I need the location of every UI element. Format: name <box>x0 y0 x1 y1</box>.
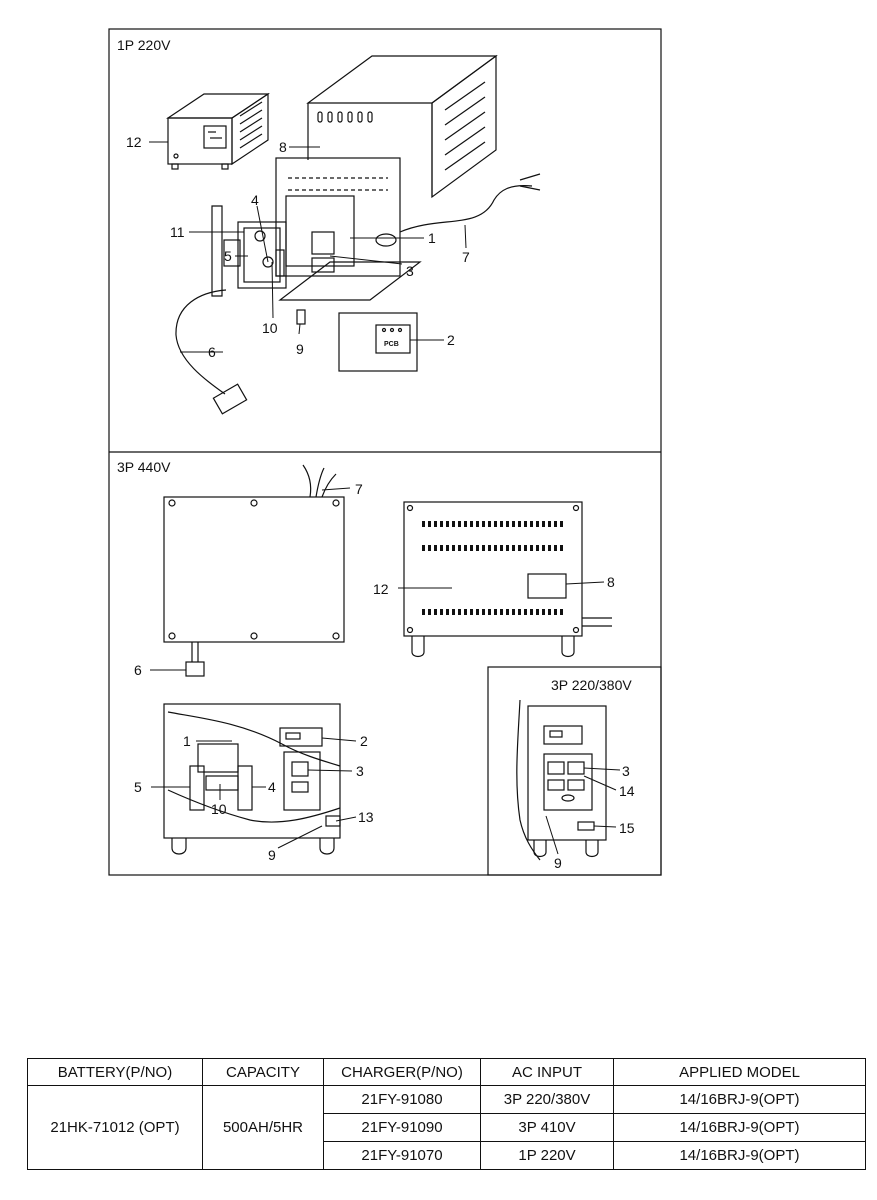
cell-applied-model: 14/16BRJ-9(OPT) <box>613 1141 866 1170</box>
callout-10-top: 10 <box>262 320 278 336</box>
pcb-inset-frame <box>338 312 418 372</box>
callout-3-inset: 3 <box>622 763 630 779</box>
callout-3-top: 3 <box>406 263 414 279</box>
callout-6-bottom: 6 <box>134 662 142 678</box>
charger-spec-table: BATTERY(P/NO) CAPACITY CHARGER(P/NO) AC … <box>27 1058 866 1170</box>
input-cable-illustration <box>399 185 533 233</box>
table-row: 21FY-91090 3P 410V 14/16BRJ-9(OPT) <box>28 1113 866 1142</box>
header-ac-input: AC INPUT <box>480 1058 614 1086</box>
callout-12-bottom: 12 <box>373 581 389 597</box>
header-applied-model: APPLIED MODEL <box>613 1058 866 1086</box>
callout-8-bottom: 8 <box>607 574 615 590</box>
section-title-1p-220v: 1P 220V <box>117 37 171 53</box>
callout-15: 15 <box>619 820 635 836</box>
cell-applied-model: 14/16BRJ-9(OPT) <box>613 1085 866 1114</box>
callout-5-bottom: 5 <box>134 779 142 795</box>
callout-12-top: 12 <box>126 134 142 150</box>
pcb-label: PCB <box>384 341 399 348</box>
callout-8-top: 8 <box>279 139 287 155</box>
cell-battery: 21HK-71012 (OPT) <box>27 1085 203 1170</box>
section-title-3p-220-380v: 3P 220/380V <box>551 677 632 693</box>
cell-charger: 21FY-91080 <box>323 1085 481 1114</box>
header-charger: CHARGER(P/NO) <box>323 1058 481 1086</box>
callout-4-top: 4 <box>251 192 259 208</box>
pcb-led-1 <box>381 327 387 333</box>
cell-capacity: 500AH/5HR <box>202 1085 324 1170</box>
leader-lines-1p <box>149 141 467 353</box>
leader-lines-3p <box>150 487 621 855</box>
cell-ac-input: 3P 410V <box>480 1113 614 1142</box>
callout-7-bottom: 7 <box>355 481 363 497</box>
pcb-led-2 <box>389 327 395 333</box>
callout-9-bottom: 9 <box>268 847 276 863</box>
cell-charger: 21FY-91090 <box>323 1113 481 1142</box>
table-header-row: BATTERY(P/NO) CAPACITY CHARGER(P/NO) AC … <box>27 1058 866 1086</box>
callout-2-top: 2 <box>447 332 455 348</box>
callout-1-top: 1 <box>428 230 436 246</box>
callout-7-top: 7 <box>462 249 470 265</box>
callout-2-bottom: 2 <box>360 733 368 749</box>
input-wire-a <box>519 173 541 181</box>
callout-11: 11 <box>170 224 185 240</box>
battery-plug-illustration <box>212 383 248 415</box>
pcb-led-3 <box>397 327 403 333</box>
output-cable-illustration <box>175 289 227 395</box>
input-wire-b <box>519 185 541 191</box>
cell-ac-input: 1P 220V <box>480 1141 614 1170</box>
parts-exploded-diagram: 1P 220V 3P 440V 3P 220/380V <box>108 28 662 876</box>
callout-14: 14 <box>619 783 635 799</box>
callout-9-top: 9 <box>296 341 304 357</box>
callout-5-top: 5 <box>224 248 232 264</box>
table-row: 21FY-91070 1P 220V 14/16BRJ-9(OPT) <box>28 1141 866 1170</box>
cell-applied-model: 14/16BRJ-9(OPT) <box>613 1113 866 1142</box>
callout-13: 13 <box>358 809 374 825</box>
cover-illustration <box>306 54 498 199</box>
callout-10-bottom: 10 <box>211 801 227 817</box>
callout-1-bottom: 1 <box>183 733 191 749</box>
chassis-illustration <box>275 157 422 301</box>
section-title-3p-440v: 3P 440V <box>117 459 171 475</box>
charger-assembled-illustration <box>166 92 270 170</box>
callout-4-bottom: 4 <box>268 779 276 795</box>
cell-charger: 21FY-91070 <box>323 1141 481 1170</box>
callout-3-bottom: 3 <box>356 763 364 779</box>
callout-6-top: 6 <box>208 344 216 360</box>
header-capacity: CAPACITY <box>202 1058 324 1086</box>
transformer-illustration <box>223 221 287 289</box>
side-bracket-illustration <box>211 205 223 297</box>
pcb-board <box>375 324 411 354</box>
inset-3p-220-380-frame <box>487 666 662 876</box>
header-battery: BATTERY(P/NO) <box>27 1058 203 1086</box>
fuse-illustration <box>296 309 306 325</box>
cell-ac-input: 3P 220/380V <box>480 1085 614 1114</box>
cabinet-interior-illustration <box>163 703 341 855</box>
table-row: 21HK-71012 (OPT) 500AH/5HR 21FY-91080 3P… <box>27 1085 866 1170</box>
callout-9-inset: 9 <box>554 855 562 871</box>
back-panel-illustration <box>163 464 345 677</box>
inset-cabinet-illustration <box>516 699 607 861</box>
cabinet-front-illustration <box>403 501 612 658</box>
